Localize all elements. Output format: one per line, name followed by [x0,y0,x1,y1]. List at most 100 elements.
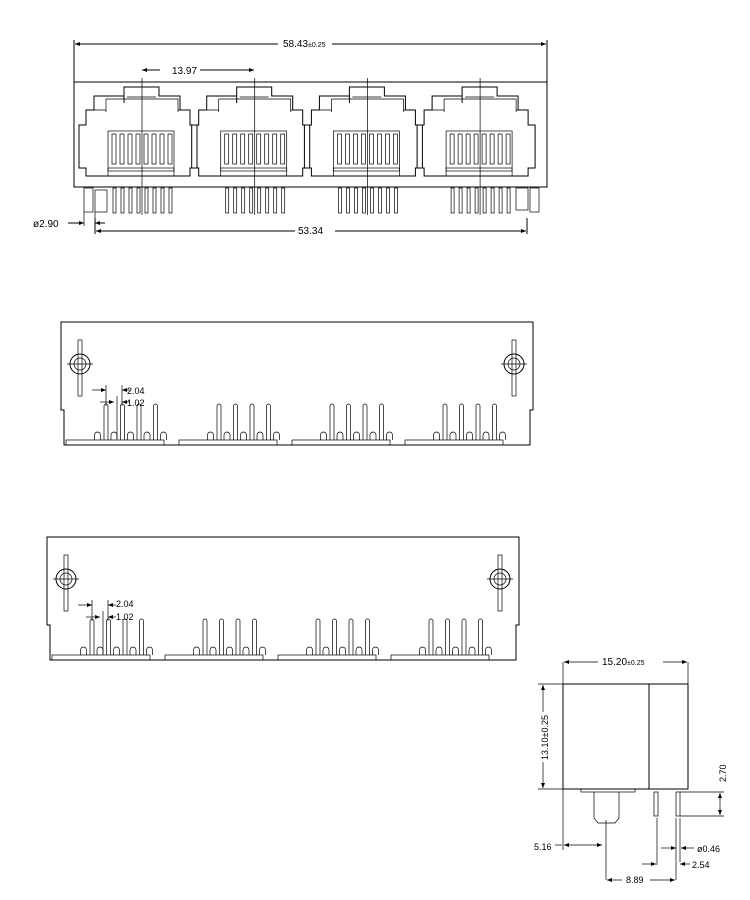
short-pin [372,646,379,655]
dimension-arrow-icon [249,68,254,72]
pin [265,187,270,214]
contact-slot [264,133,270,165]
short-pin [419,646,426,655]
short-pin [273,431,280,440]
base-plate [580,788,636,793]
contact-slot [111,133,117,165]
dimension-arrow-icon [682,660,687,664]
pin-front [653,791,659,817]
dimension-arrow-icon [607,878,612,882]
pin [152,187,157,214]
contact-slot [232,133,238,165]
pin [136,187,141,214]
dimension-arrow-icon [101,388,106,392]
contact-area [107,130,175,172]
contact-slot [361,133,366,165]
dimension-arrow-icon [521,229,526,233]
dimension-arrow-icon [87,603,92,607]
pin [338,187,342,214]
port-outline [416,86,536,177]
pin [362,187,366,214]
pitch-a-label-2: 2.04 [116,599,134,609]
pin-row [164,618,266,661]
dimension-arrow-icon [671,846,676,850]
short-pin [452,646,459,655]
long-pin [445,618,450,655]
long-pin [216,403,222,440]
long-pin [365,618,370,655]
port-inner [426,96,527,112]
mounting-peg [67,339,93,397]
contact-slot [473,133,479,165]
short-pin [226,646,233,655]
mounting-peg [487,554,513,612]
short-pin [160,431,167,440]
long-pin [428,618,434,655]
contact-slot [369,133,374,165]
contact-slot [449,133,455,165]
long-pin [122,618,128,655]
dimension-arrow-icon [681,846,686,850]
dimension-arrow-icon [541,783,545,788]
short-pin [468,646,476,655]
bottom-view-2 [46,536,520,661]
short-pin [466,431,473,440]
peg-right-tip [515,187,529,211]
pin [370,187,374,214]
pin [506,187,511,214]
long-pin [106,618,111,655]
dimension-arrow-icon [122,400,127,404]
pin-row [390,618,492,661]
contact-slot [256,133,262,165]
rj45-port [303,78,423,215]
long-pin [235,618,241,655]
contact-slot [489,133,495,165]
long-pin [120,403,125,440]
short-pin [129,646,137,655]
pin-base [164,654,264,661]
peg-left [83,187,94,213]
pin [160,187,165,214]
dimension-arrow-icon [122,388,127,392]
contact-slot [119,133,125,165]
short-pin [433,431,440,440]
peg-pitch-label: 53.34 [298,226,323,237]
contact-slot [353,133,358,165]
pitch-b-label-1: 1.02 [127,398,145,408]
dimension-arrow-icon [718,810,722,815]
pin [482,187,487,214]
long-pin [459,403,464,440]
depth-label: 15.20±0.25 [602,657,645,668]
front-view [68,40,548,234]
contact-slot [159,133,165,165]
short-pin [223,431,231,440]
long-pin [442,403,448,440]
pin-row [65,403,167,446]
pin [225,187,230,214]
contact-slot [497,133,503,165]
short-pin [242,646,250,655]
short-pin [110,431,118,440]
rj45-port [191,78,311,215]
short-pin [94,431,101,440]
peg-offset-label: 5.16 [534,842,552,852]
pin-base [277,654,377,661]
pin [257,187,262,214]
port-outline [78,86,198,177]
long-pin [139,618,144,655]
short-pin [143,431,151,440]
dimension-arrow-icon [79,221,84,225]
dimension-arrow-icon [75,42,80,46]
port-outline [303,86,423,177]
peg-body [497,554,503,612]
housing-outline [60,321,534,446]
contact-slot [143,133,149,165]
dimension-arrow-icon [651,862,656,866]
short-pin [96,646,104,655]
pin [233,187,238,214]
pin [474,187,479,214]
contact-area [220,130,288,172]
short-pin [353,431,360,440]
short-pin [485,646,492,655]
